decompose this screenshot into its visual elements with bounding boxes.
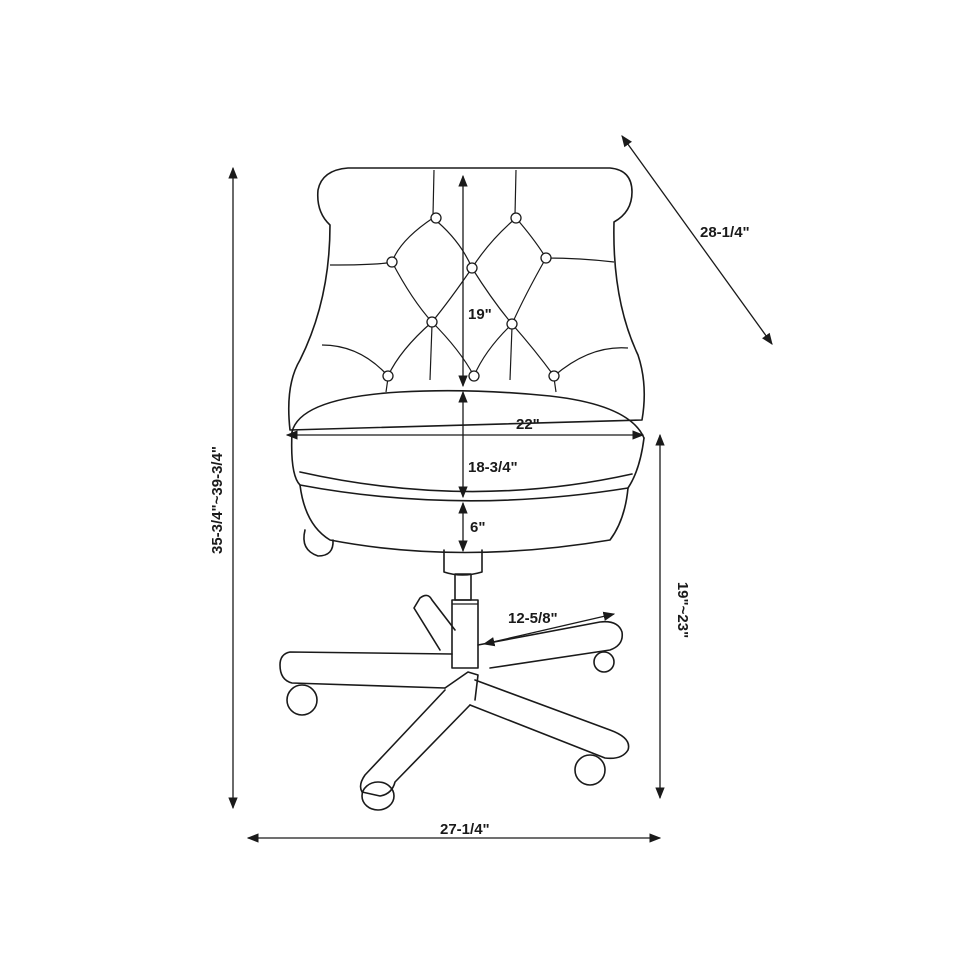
base-radius-label: 12-5/8" [508, 610, 558, 627]
depth-line [621, 135, 773, 345]
overall-height-label: 35-3/4"~39-3/4" [209, 446, 226, 554]
base-width-label: 27-1/4" [440, 821, 490, 838]
back-height-label: 19" [468, 306, 492, 323]
seat-height-label: 19"~23" [674, 582, 691, 638]
dimension-lines [228, 135, 773, 843]
seat-width-label: 22" [516, 416, 540, 433]
seat-depth-label: 18-3/4" [468, 459, 518, 476]
chair-base [279, 594, 630, 811]
arm-gap-label: 6" [470, 519, 485, 536]
gas-lift [443, 549, 483, 669]
depth-label: 28-1/4" [700, 224, 750, 241]
dimension-labels: 28-1/4" 19" 22" 18-3/4" 6" 12-5/8" 27-1/… [209, 224, 750, 838]
base-radius-line [482, 611, 616, 647]
chair-back [287, 167, 646, 431]
